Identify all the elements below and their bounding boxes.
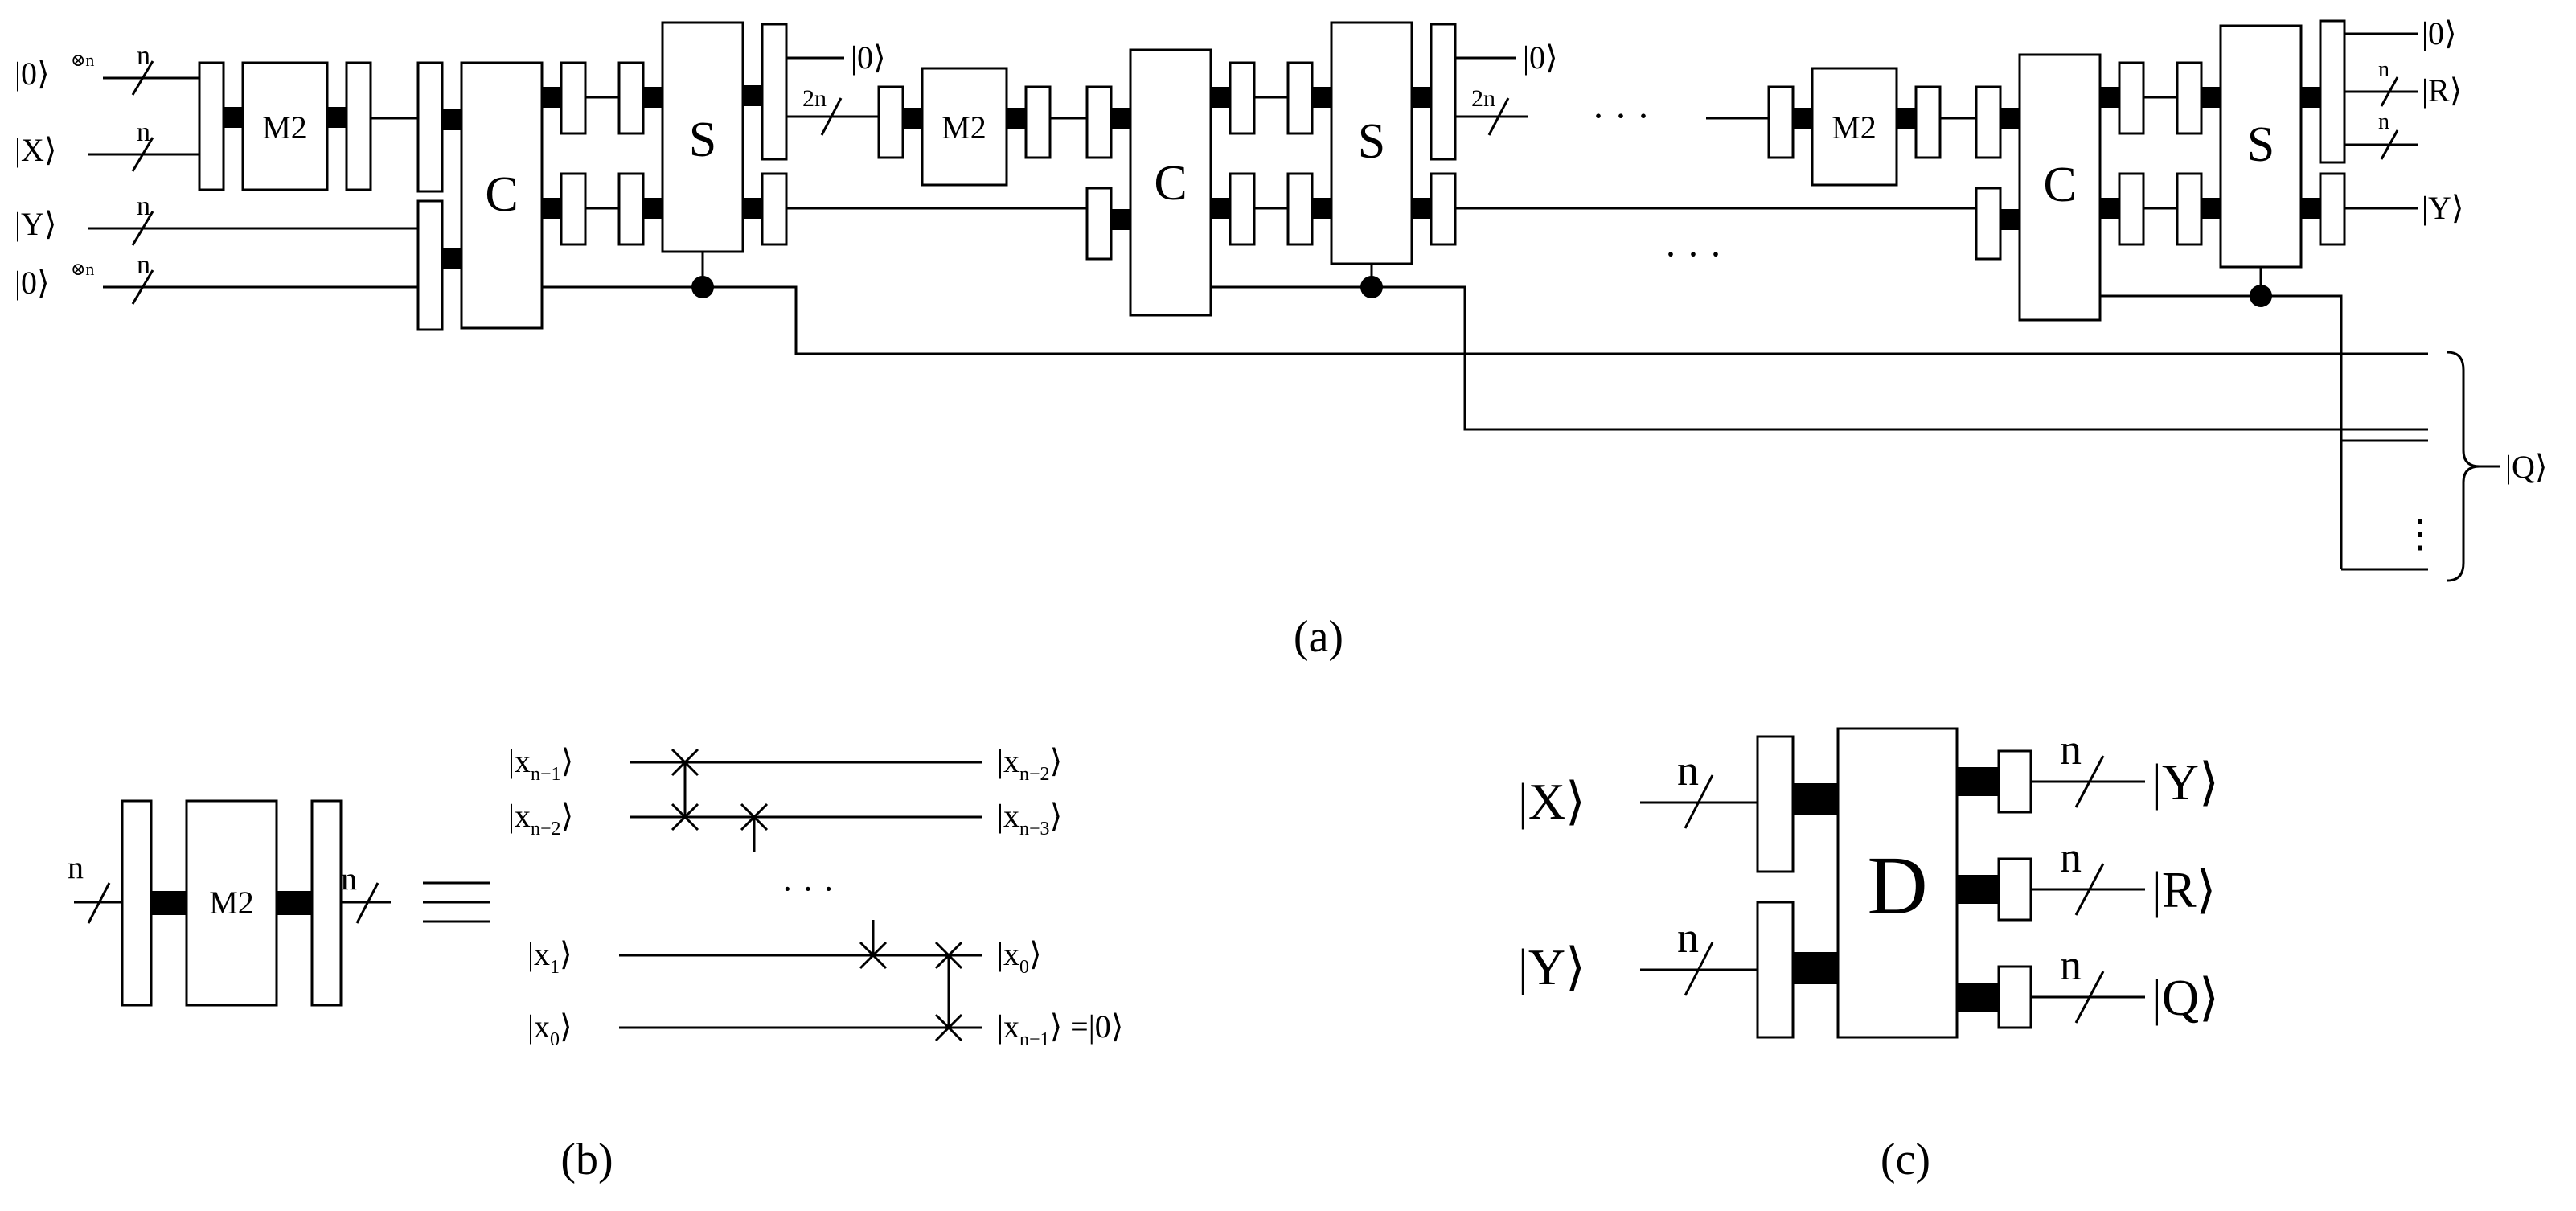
m2-gate-label: M2 bbox=[941, 109, 987, 146]
bus-n-label: n bbox=[341, 860, 357, 897]
bus-slash bbox=[131, 60, 154, 96]
bus-n-label: n bbox=[2060, 941, 2082, 989]
input-x-label: |X⟩ bbox=[1518, 773, 1585, 830]
input-y-label: |Y⟩ bbox=[14, 206, 57, 242]
c-gate bbox=[2018, 53, 2102, 322]
bus-2n-label: 2n bbox=[802, 85, 827, 112]
bus-n-label: n bbox=[137, 250, 150, 280]
m2-gate-label: M2 bbox=[262, 109, 307, 146]
caption-b: (b) bbox=[560, 1135, 613, 1184]
bus-n-label: n bbox=[2060, 833, 2082, 881]
s-gate bbox=[661, 21, 744, 253]
stage-final: M2 C S bbox=[1706, 15, 2464, 442]
right-label-4: |xn−1⟩ =|0⟩ bbox=[997, 1008, 1123, 1050]
ellipsis-top: · · · bbox=[1592, 95, 1650, 138]
stage-2: M2 C S bbox=[877, 21, 2428, 431]
input-zero-bottom-label: |0⟩ bbox=[14, 265, 50, 301]
bus-n-label: n bbox=[2378, 57, 2389, 82]
bus-slash bbox=[131, 137, 154, 172]
swap-gate bbox=[671, 748, 699, 831]
panel-c: |X⟩ |Y⟩ n n D n n n |Y⟩ |R⟩ |Q⟩ (c) bbox=[1518, 725, 2219, 1184]
input-y-label: |Y⟩ bbox=[1518, 938, 1585, 995]
output-r-label: |R⟩ bbox=[2422, 72, 2462, 109]
bus-n-label: n bbox=[1677, 746, 1699, 794]
s-gate bbox=[2219, 24, 2303, 269]
c-gate bbox=[1129, 48, 1212, 317]
swap-gate-partial bbox=[859, 920, 888, 970]
left-label-3: |x1⟩ bbox=[527, 936, 572, 978]
d-gate bbox=[1836, 727, 1959, 1039]
input-zero-top-label: |0⟩ bbox=[14, 55, 50, 92]
c-gate-label: C bbox=[2043, 158, 2076, 212]
swap-gate-partial bbox=[740, 803, 769, 852]
m2-gate-label: M2 bbox=[209, 885, 254, 921]
s-gate-label: S bbox=[1358, 114, 1385, 169]
output-y-label: |Y⟩ bbox=[2422, 190, 2464, 226]
output-q-label: |Q⟩ bbox=[2151, 969, 2219, 1026]
c-gate bbox=[460, 61, 544, 330]
left-label-4: |x0⟩ bbox=[527, 1008, 572, 1050]
zero-out-label: |0⟩ bbox=[1523, 39, 1558, 76]
output-r-label: |R⟩ bbox=[2151, 861, 2216, 918]
bus-slash bbox=[131, 211, 154, 246]
m2-gate-label: M2 bbox=[1832, 109, 1877, 146]
c-gate-label: C bbox=[485, 167, 518, 222]
left-label-1: |xn−1⟩ bbox=[508, 743, 573, 785]
bus-n-label: n bbox=[137, 41, 150, 71]
bus-slash bbox=[131, 269, 154, 305]
bus-n-label: n bbox=[2378, 109, 2389, 134]
caption-c: (c) bbox=[1881, 1135, 1930, 1184]
bus-n-label: n bbox=[137, 191, 150, 221]
caption-a: (a) bbox=[1294, 612, 1343, 662]
stage-1: M2 C S bbox=[198, 21, 2428, 355]
input-zero-bottom-tensor: ⊗n bbox=[71, 259, 94, 279]
q-brace bbox=[2447, 351, 2480, 582]
input-x-label: |X⟩ bbox=[14, 132, 57, 168]
panel-a: |0⟩ ⊗n |X⟩ |Y⟩ |0⟩ ⊗n n n n n M2 bbox=[14, 15, 2548, 662]
s-gate-label: S bbox=[2247, 117, 2275, 172]
bus-n-label: n bbox=[68, 849, 84, 885]
panel-b: n M2 n |xn−1⟩ |xn−2⟩ |x1⟩ |x0⟩ bbox=[68, 743, 1123, 1184]
c-gate-label: C bbox=[1154, 156, 1187, 211]
zero-out-label: |0⟩ bbox=[851, 39, 886, 76]
bus-n-label: n bbox=[2060, 725, 2082, 774]
output-y-label: |Y⟩ bbox=[2151, 753, 2219, 811]
m2-gate bbox=[185, 799, 278, 1007]
ellipsis: · · · bbox=[781, 869, 835, 909]
right-label-1: |xn−2⟩ bbox=[997, 743, 1062, 785]
bus-n-label: n bbox=[1677, 913, 1699, 962]
swap-gate bbox=[934, 941, 963, 1042]
ellipsis-middle: · · · bbox=[1664, 233, 1722, 276]
vdots: ⋮ bbox=[2401, 513, 2439, 556]
s-gate bbox=[1330, 21, 1413, 265]
bus-n-label: n bbox=[137, 117, 150, 147]
right-label-2: |xn−3⟩ bbox=[997, 798, 1062, 839]
m2-gate bbox=[921, 67, 1008, 187]
s-gate-label: S bbox=[689, 113, 716, 167]
m2-gate bbox=[1811, 67, 1898, 187]
left-label-2: |xn−2⟩ bbox=[508, 798, 573, 839]
d-gate-label: D bbox=[1867, 839, 1927, 932]
right-label-3: |x0⟩ bbox=[997, 936, 1042, 978]
output-q-label: |Q⟩ bbox=[2505, 449, 2548, 485]
output-zero-label: |0⟩ bbox=[2422, 15, 2457, 51]
input-zero-top-tensor: ⊗n bbox=[71, 50, 94, 70]
bus-2n-label: 2n bbox=[1471, 85, 1495, 112]
m2-gate bbox=[241, 61, 329, 191]
